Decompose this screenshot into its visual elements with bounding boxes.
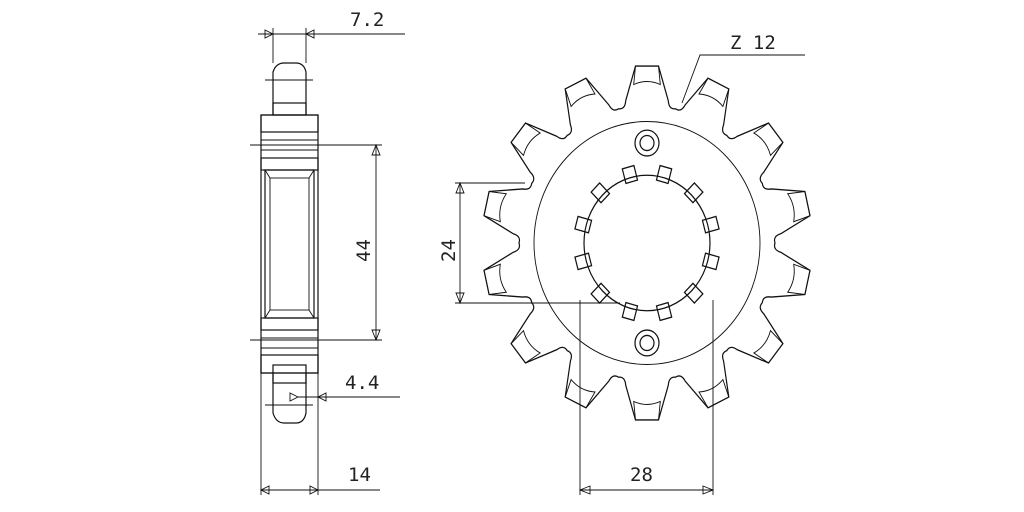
tooth-tip <box>698 77 730 108</box>
dim-24: 24 <box>438 181 620 305</box>
front-view: 24 28 Z 12 <box>438 32 811 495</box>
tooth-tip <box>633 400 661 421</box>
dim-label-4-4: 4.4 <box>345 372 379 394</box>
spline-notch <box>621 301 639 322</box>
tooth-tip <box>510 329 541 364</box>
tooth-tips <box>483 65 811 421</box>
dim-label-14: 14 <box>348 464 371 486</box>
spline-notch <box>590 282 611 304</box>
dim-7-2: 7.2 <box>258 9 405 63</box>
side-bore <box>264 169 315 319</box>
tooth-tip <box>753 122 784 157</box>
spline-notch <box>683 182 704 204</box>
dim-44: 44 <box>250 143 382 342</box>
side-tooth-top <box>272 62 307 115</box>
dim-label-44: 44 <box>353 239 375 262</box>
side-bore-chamfer <box>269 177 310 311</box>
tooth-tip <box>698 378 730 409</box>
spline-notch <box>621 164 639 185</box>
side-tooth-bottom <box>272 373 307 424</box>
tooth-tip <box>564 378 596 409</box>
spline-notch <box>683 282 704 304</box>
tooth-tip <box>753 329 784 364</box>
side-hub-body <box>260 114 319 374</box>
spline-notches <box>574 164 720 322</box>
bolt-hole-top <box>634 129 660 157</box>
spline-notch <box>655 164 673 185</box>
tooth-tip <box>786 263 811 296</box>
sprocket-outline <box>483 65 811 421</box>
tooth-tip <box>633 65 661 86</box>
dim-label-24: 24 <box>438 239 460 262</box>
tooth-tip <box>564 77 596 108</box>
side-view: 7.2 44 4.4 14 <box>250 9 405 495</box>
tooth-tip <box>483 263 508 296</box>
tooth-tip <box>483 190 508 223</box>
spline-notch <box>655 301 673 322</box>
tooth-tip <box>510 122 541 157</box>
side-tooth-bottom-root <box>272 364 307 384</box>
hatch-band <box>260 317 319 331</box>
dim-label-28: 28 <box>630 464 653 486</box>
tooth-tip <box>786 190 811 223</box>
hatch-band <box>260 354 319 374</box>
teeth-count-label: Z 12 <box>730 32 776 54</box>
side-tooth-top-root <box>272 102 307 116</box>
dim-teeth: Z 12 <box>681 32 805 104</box>
hatch-band <box>260 114 319 133</box>
chamfer-lines <box>264 169 315 319</box>
spline-notch <box>574 215 593 234</box>
dim-label-7-2: 7.2 <box>350 9 384 31</box>
spline-notch <box>701 252 720 271</box>
bolt-hole-bottom <box>634 329 660 357</box>
spline-notch <box>590 182 611 204</box>
spline-bore <box>583 174 711 312</box>
dim-28: 28 <box>578 300 715 495</box>
spline-notch <box>574 252 593 271</box>
hatch-band <box>260 157 319 171</box>
dim-14: 14 <box>259 373 380 495</box>
spline-notch <box>701 215 720 234</box>
hub-ring <box>533 121 761 365</box>
dim-4-4: 4.4 <box>289 372 400 402</box>
